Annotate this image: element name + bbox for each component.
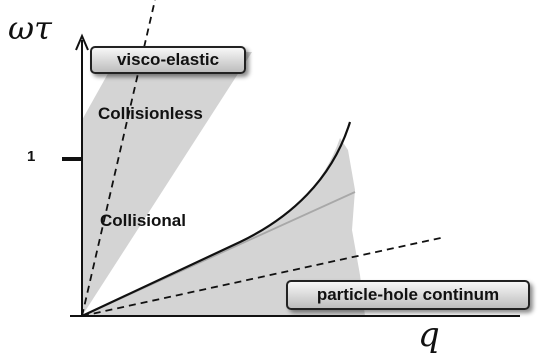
particle-hole-continuum-label: particle-hole continum <box>286 280 530 310</box>
collisional-label: Collisional <box>100 211 186 230</box>
collisionless-label: Collisionless <box>98 104 203 123</box>
visco-elastic-label: visco-elastic <box>90 46 246 74</box>
visco-elastic-region <box>82 52 252 316</box>
y-axis-arrow <box>75 33 89 51</box>
dispersion-curve <box>81 121 352 317</box>
dashed-line-shallow <box>81 236 446 317</box>
y-axis-label: ωτ <box>8 9 52 47</box>
y-tick-label: 1 <box>27 148 36 165</box>
x-axis-label: q <box>418 315 440 355</box>
shaded-region-under-curve <box>82 138 365 316</box>
